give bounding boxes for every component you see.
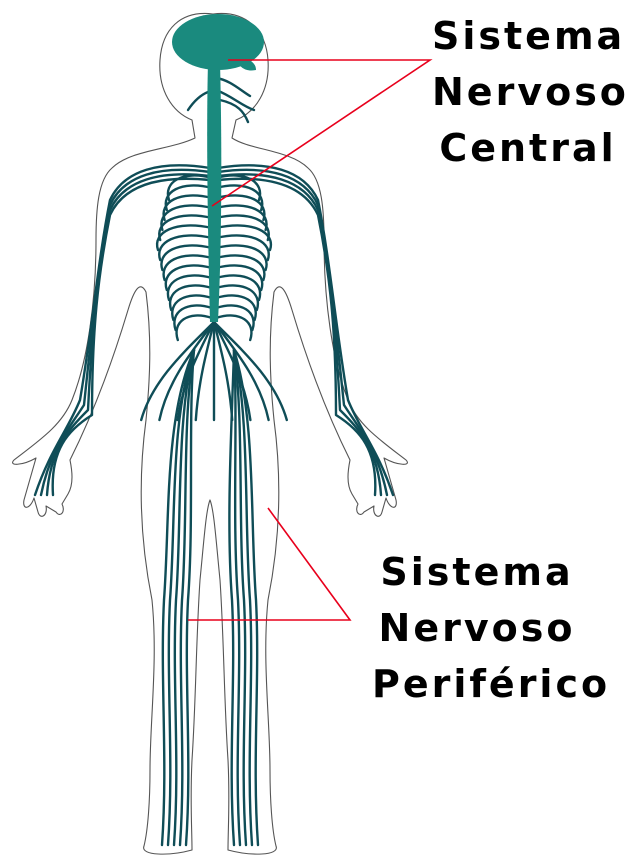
- peripheral-label-line-1: Sistema: [372, 544, 582, 600]
- peripheral-label-line-3: Periférico: [372, 656, 582, 712]
- central-nervous-system-label: Sistema Nervoso Central: [432, 8, 624, 176]
- central-label-line-2: Nervoso: [432, 64, 624, 120]
- peripheral-label-line-2: Nervoso: [372, 600, 582, 656]
- central-label-line-1: Sistema: [432, 8, 624, 64]
- central-label-line-3: Central: [432, 120, 624, 176]
- peripheral-nervous-system-label: Sistema Nervoso Periférico: [372, 544, 582, 712]
- spinal-cord-shape: [207, 62, 221, 322]
